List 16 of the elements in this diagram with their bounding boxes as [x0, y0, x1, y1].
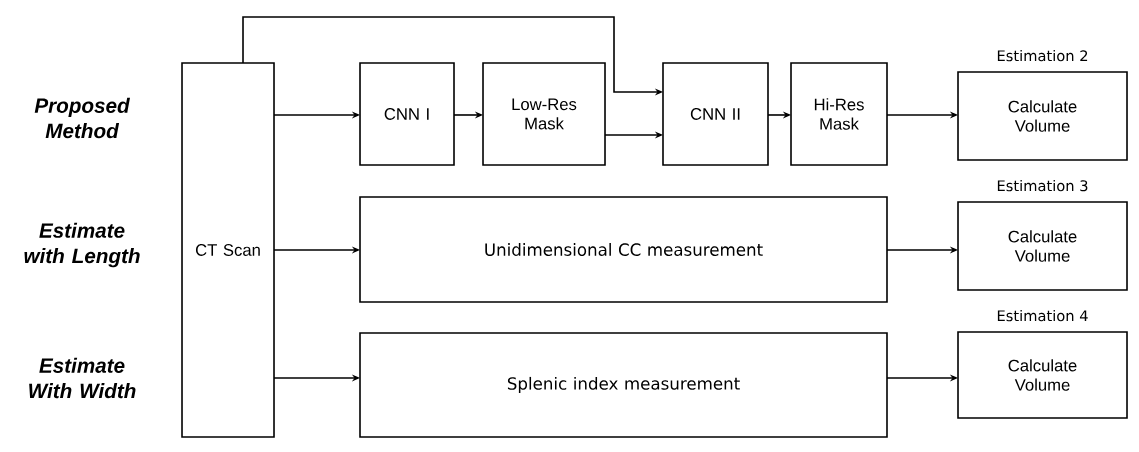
row-label: Estimate With Width: [29, 357, 136, 399]
process-box: CNN II: [662, 62, 769, 166]
process-box: Calculate Volume: [957, 71, 1128, 161]
process-box: Calculate Volume: [957, 201, 1128, 291]
row-label: Proposed Method: [34, 97, 130, 139]
process-box: Hi-Res Mask: [790, 62, 888, 166]
process-box: CT Scan: [181, 62, 275, 438]
estimation-label: Estimation 4: [997, 309, 1088, 322]
process-box: Low-Res Mask: [482, 62, 606, 166]
process-box: Unidimensional CC measurement: [359, 196, 888, 303]
process-box: Splenic index measurement: [359, 332, 888, 438]
row-label: Estimate with Length: [24, 222, 140, 268]
estimation-label: Estimation 2: [997, 49, 1088, 62]
process-box: Calculate Volume: [957, 331, 1128, 419]
process-box: CNN I: [359, 62, 455, 166]
estimation-label: Estimation 3: [997, 179, 1088, 192]
